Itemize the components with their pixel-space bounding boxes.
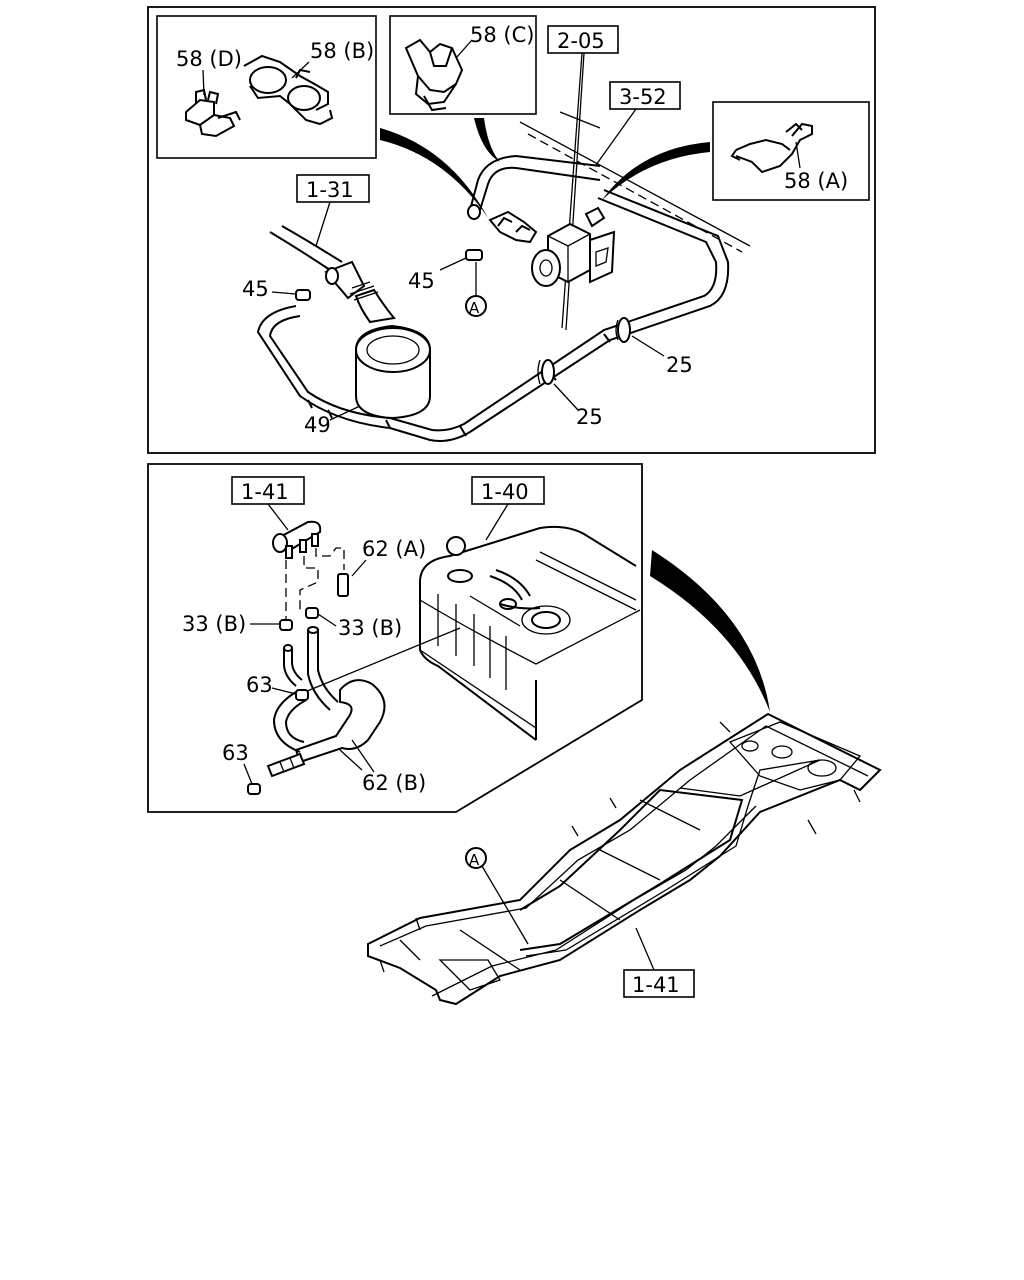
label-58c: 58 (C): [470, 23, 534, 47]
callout-a-chassis: A: [469, 851, 480, 869]
ref-box-1-31: 1-31: [296, 174, 370, 247]
clip-58b-icon: [243, 54, 334, 126]
ref-1-40: 1-40: [481, 480, 529, 504]
label-25-upper: 25: [666, 353, 693, 377]
inset-clips-58d-58b: 58 (D) 58 (B): [156, 15, 377, 159]
swoosh-left: [380, 128, 488, 218]
chassis-frame-icon: A 1-41: [367, 712, 882, 1006]
fuel-tank-icon: [419, 525, 641, 741]
inset-clip-58c: 58 (C): [389, 15, 537, 115]
clamp-63-lower-icon: 63: [222, 741, 261, 795]
label-25-lower: 25: [576, 405, 603, 429]
middle-panel-frame: [147, 463, 643, 813]
clamp-33b-right-icon: 33 (B): [305, 607, 402, 640]
clip-58c-icon: [404, 38, 464, 112]
ref-3-52: 3-52: [619, 85, 667, 109]
label-63-upper: 63: [246, 673, 273, 697]
label-63-lower: 63: [222, 741, 249, 765]
clip-58a-icon: [730, 122, 813, 174]
middle-panel: 1-41 1-40: [147, 463, 770, 813]
clip-on-pipe-icon: [488, 210, 538, 244]
label-58b: 58 (B): [310, 39, 374, 63]
clamp-25-upper-icon: 25: [615, 317, 693, 377]
clip-58d-icon: [185, 88, 241, 138]
clamp-25-lower-icon: 25: [537, 359, 603, 429]
clamp-33b-left-icon: 33 (B): [182, 612, 293, 636]
top-panel-frame: [147, 6, 876, 454]
label-33b-right: 33 (B): [338, 616, 402, 640]
clamp-63-upper-icon: 63: [246, 673, 309, 701]
label-45-left: 45: [242, 277, 269, 301]
clamp-45-mid-icon: 45 A: [408, 249, 487, 317]
pump-unit-icon: [531, 206, 616, 287]
swoosh-right: [602, 142, 710, 200]
label-58a: 58 (A): [784, 169, 848, 193]
callout-a-top: A: [469, 299, 480, 317]
ref-box-3-52: 3-52: [595, 81, 681, 166]
inset-clip-58a: 58 (A): [712, 101, 870, 201]
filter-canister: [324, 260, 431, 420]
top-panel: 58 (D) 58 (B) 58 (C) 2-05 3-52: [147, 6, 876, 454]
hose-62b-icon: 62 (B): [266, 626, 426, 795]
ref-2-05: 2-05: [557, 29, 605, 53]
label-62a: 62 (A): [362, 537, 426, 561]
label-33b-left: 33 (B): [182, 612, 246, 636]
fuel-separator-icon: [272, 520, 322, 559]
pipe-assembly: [256, 154, 730, 442]
clamp-45-left-icon: 45: [242, 277, 311, 301]
label-45-mid: 45: [408, 269, 435, 293]
ref-1-41-middle: 1-41: [241, 480, 289, 504]
label-62b: 62 (B): [362, 771, 426, 795]
label-49: 49: [304, 413, 331, 437]
ref-box-2-05: 2-05: [547, 25, 619, 331]
swoosh-middle: [474, 118, 500, 162]
ref-1-31: 1-31: [306, 178, 354, 202]
label-58d: 58 (D): [176, 47, 242, 71]
swoosh-chassis: [650, 550, 770, 712]
ref-1-41-chassis: 1-41: [632, 973, 680, 997]
